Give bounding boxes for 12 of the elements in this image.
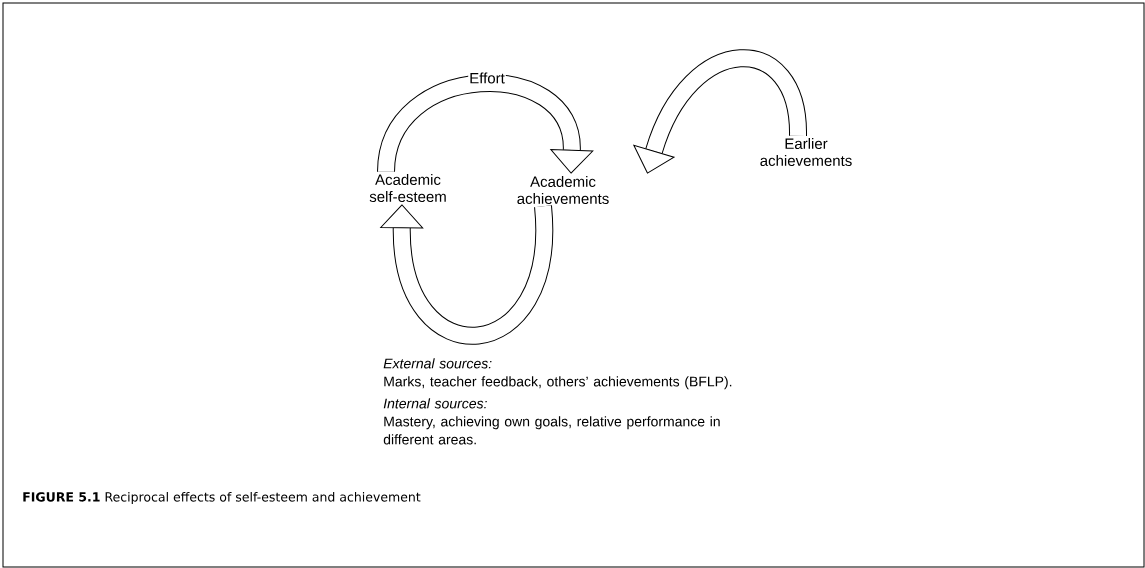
block-arrow [633, 49, 807, 174]
source-heading: Internal sources: [383, 398, 487, 409]
node-label: Earlier achievements [760, 138, 852, 166]
block-arrow [377, 74, 594, 174]
figure-caption: FIGURE 5.1 Reciprocal effects of self-esteem and achievement [23, 491, 421, 505]
source-text: Mastery, achieving own goals, relative performance in different areas. [383, 416, 720, 445]
source-heading: External sources: [383, 358, 492, 369]
node-label: Academic self-esteem [369, 174, 446, 202]
block-arrow [380, 204, 553, 345]
source-text: Marks, teacher feedback, others’ achievements (BFLP). [384, 376, 732, 390]
edge-label: Effort [470, 72, 505, 84]
node-label: Academic achievements [517, 176, 609, 204]
